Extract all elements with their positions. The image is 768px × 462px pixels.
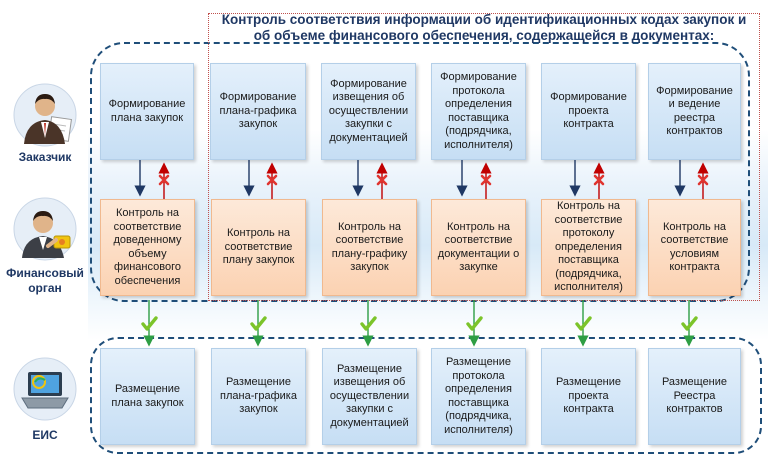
eis-box-3: Размещение извещения об осуществлении за… — [322, 348, 417, 445]
blocked-arrow-icon — [593, 162, 605, 199]
checkmark-icon — [466, 300, 483, 347]
diagram-title: Контроль соответствия информации об иден… — [221, 12, 747, 43]
control-box-6: Контроль на соответствие условиям контра… — [648, 199, 741, 296]
actor-eis-label: ЕИС — [32, 428, 58, 442]
control-box-5: Контроль на соответствие протоколу опред… — [541, 199, 636, 296]
blocked-arrow-icon — [376, 162, 388, 199]
eis-box-5: Размещение проекта контракта — [541, 348, 636, 445]
checkmark-icon — [250, 300, 267, 347]
control-box-2: Контроль на соответствие плану закупок — [211, 199, 306, 296]
control-box-4: Контроль на соответствие документации о … — [431, 199, 526, 296]
blocked-arrow-icon — [480, 162, 492, 199]
checkmark-icon — [360, 300, 377, 347]
eis-frame — [90, 337, 762, 454]
control-box-1: Контроль на соответствие доведенному объ… — [100, 199, 195, 296]
blocked-arrow-icon — [697, 162, 709, 199]
finance-officer-icon — [10, 196, 80, 267]
checkmark-icon — [575, 300, 592, 347]
control-scope-frame — [208, 13, 760, 301]
form-box-1: Формирование плана закупок — [100, 63, 194, 160]
blocked-arrow-icon — [158, 162, 170, 199]
form-box-2: Формирование плана-графика закупок — [210, 63, 306, 160]
eis-box-1: Размещение плана закупок — [100, 348, 195, 445]
eis-box-2: Размещение плана-графика закупок — [211, 348, 306, 445]
control-box-3: Контроль на соответствие плану-графику з… — [322, 199, 417, 296]
form-box-6: Формирование и ведение реестра контракто… — [648, 63, 741, 160]
form-box-5: Формирование проекта контракта — [541, 63, 636, 160]
blocked-arrow-icon — [266, 162, 278, 199]
actor-finance-label: Финансовый орган — [6, 266, 84, 295]
laptop-icon — [10, 356, 80, 427]
form-box-4: Формирование протокола определения поста… — [431, 63, 526, 160]
customer-finance-frame — [90, 42, 750, 302]
actor-customer-label: Заказчик — [18, 150, 72, 164]
checkmark-icon — [141, 300, 158, 347]
eis-box-6: Размещение Реестра контрактов — [648, 348, 741, 445]
businessman-icon — [10, 82, 80, 153]
checkmark-icon — [681, 300, 698, 347]
form-box-3: Формирование извещения об осуществлении … — [321, 63, 416, 160]
eis-box-4: Размещение протокола определения поставщ… — [431, 348, 526, 445]
